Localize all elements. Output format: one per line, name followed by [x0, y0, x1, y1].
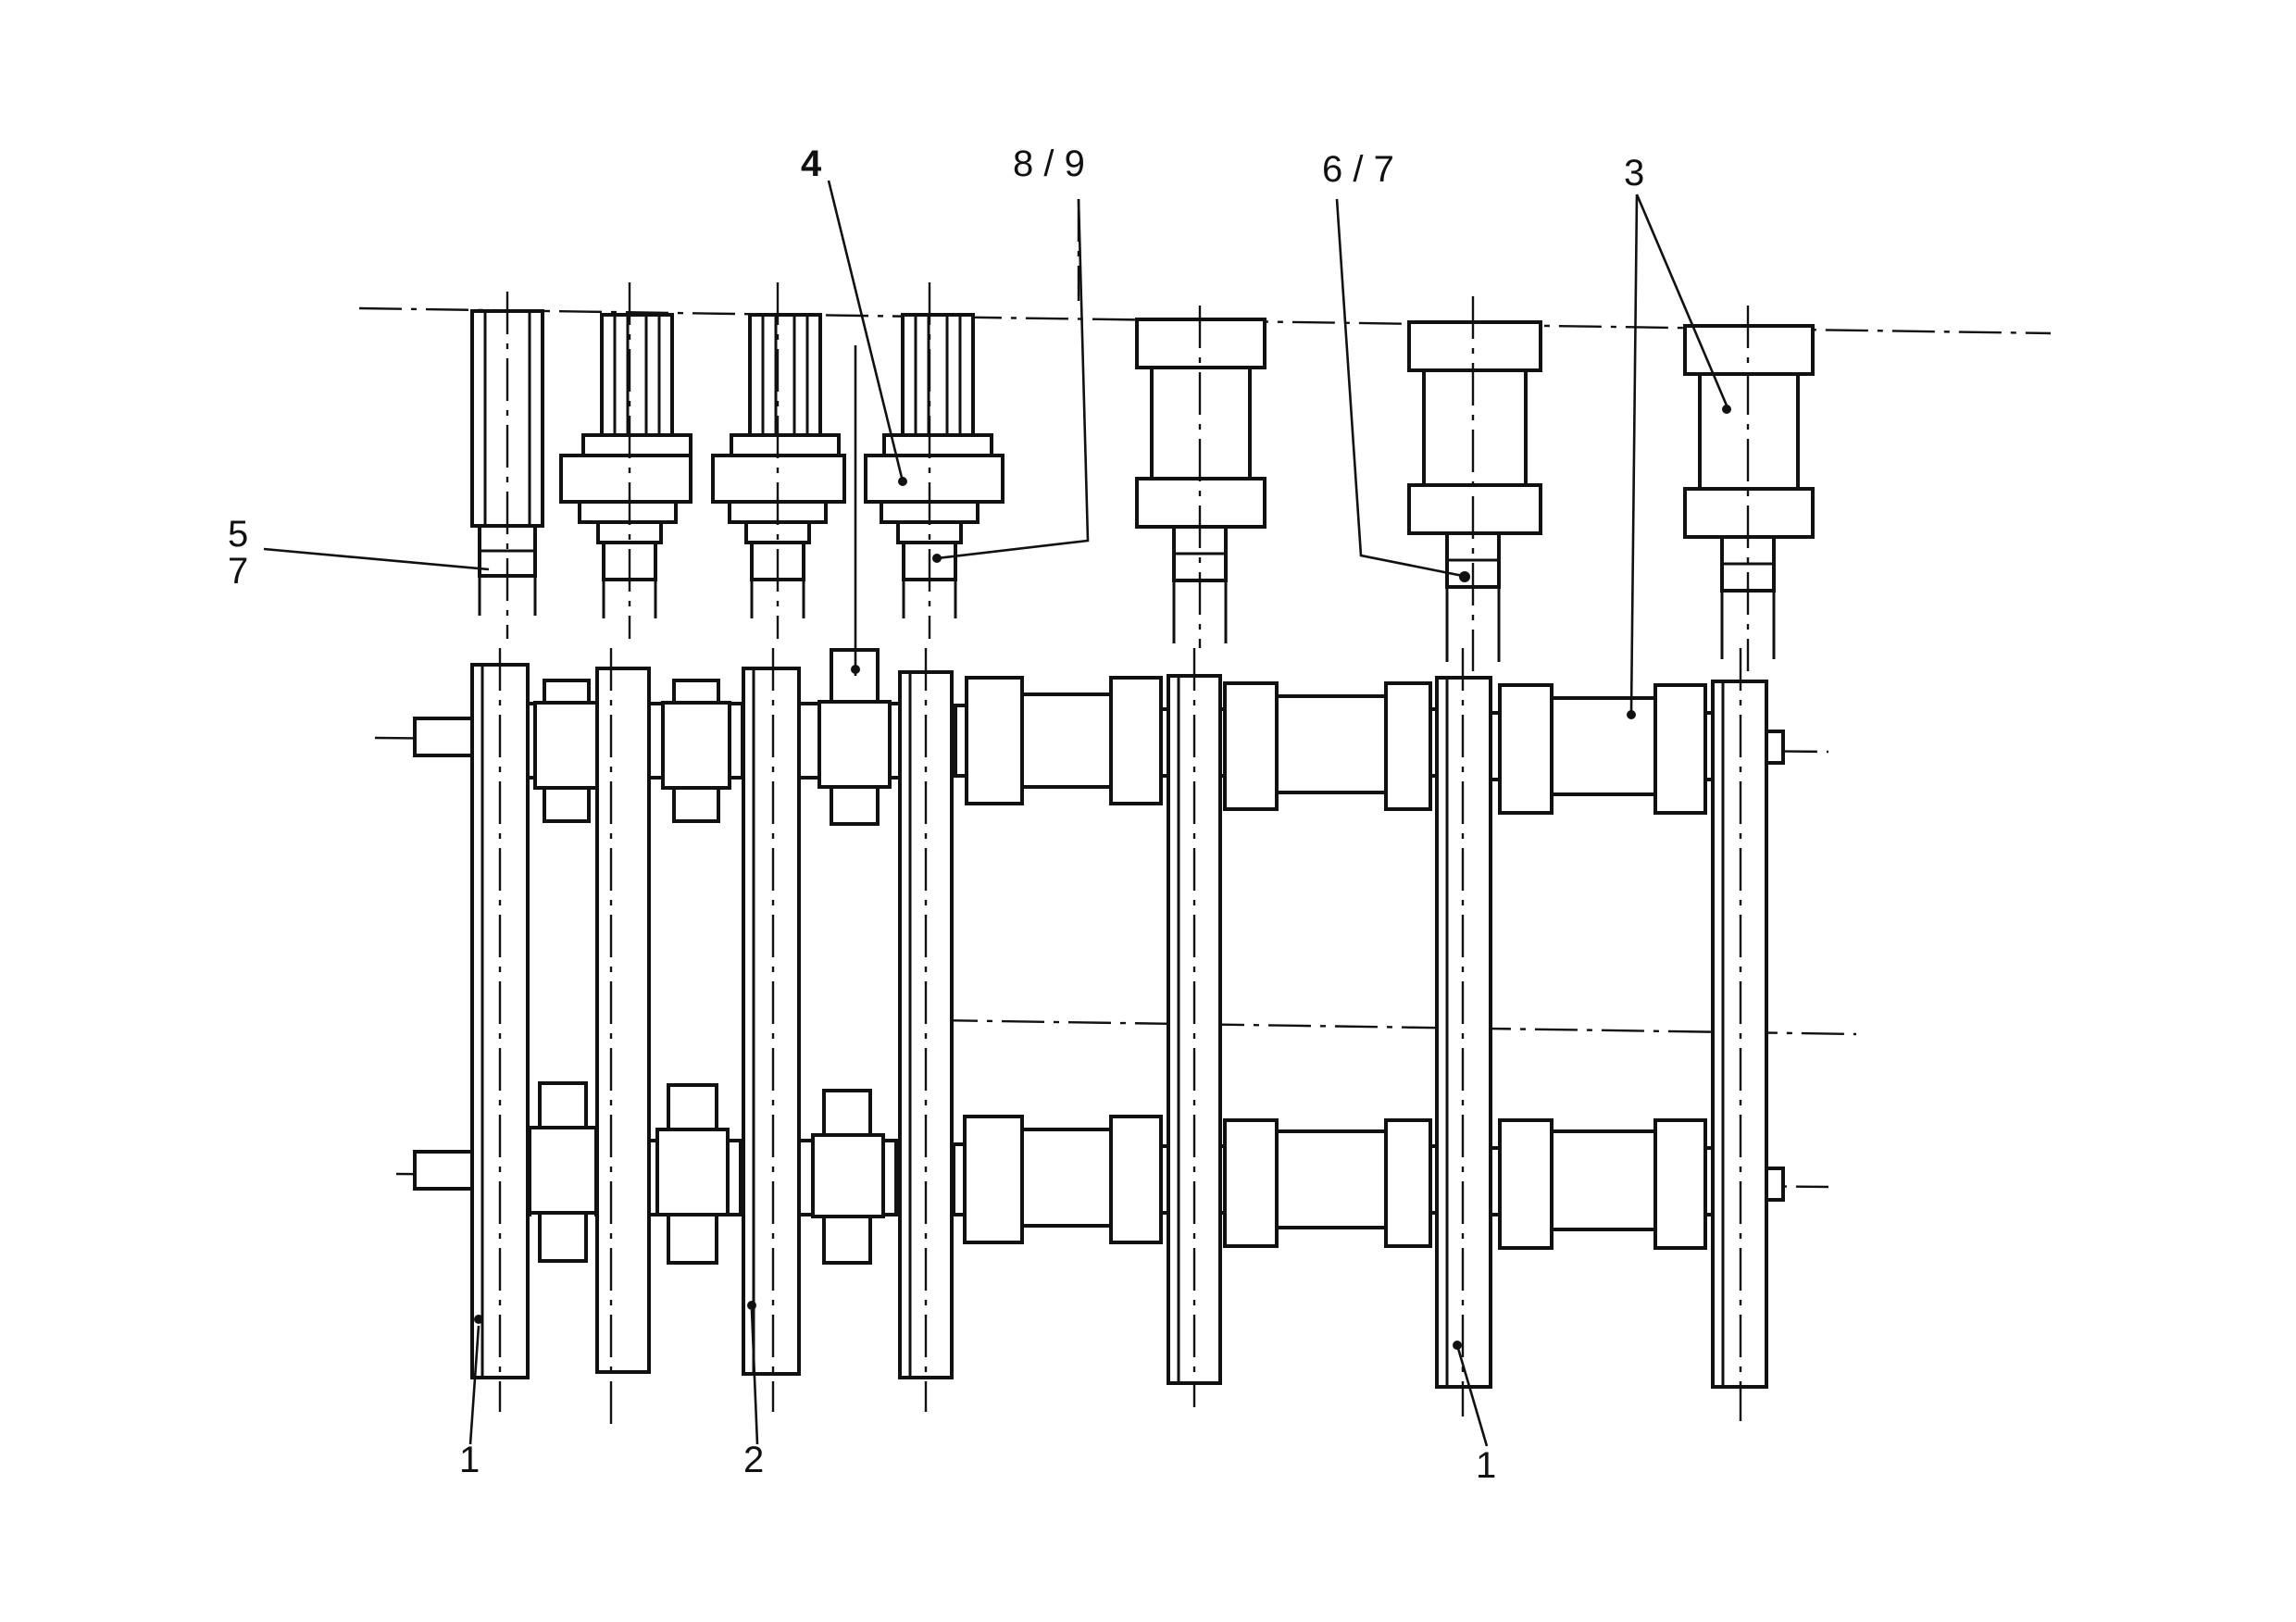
plate-1-left	[470, 648, 530, 1412]
cylinder-57	[470, 292, 544, 639]
label-1-right: 1	[1476, 1445, 1496, 1486]
cylinder-5	[1135, 306, 1267, 648]
lower-shaft-stub	[413, 1150, 474, 1191]
lower-small-roller-1	[528, 1081, 598, 1263]
upper-large-roller-3	[1489, 683, 1716, 815]
upper-right-stub	[1765, 730, 1785, 765]
leader-57	[263, 547, 490, 571]
plate-2	[742, 648, 801, 1412]
top-cylinders-small	[470, 282, 1004, 639]
upper-shaft-stub	[413, 717, 474, 757]
cylinder-3	[711, 282, 846, 639]
cylinder-7-item3	[1683, 306, 1815, 671]
cylinder-2	[559, 282, 693, 639]
label-5: 5	[228, 514, 248, 555]
label-8-9: 8 / 9	[1013, 143, 1085, 184]
lower-large-roller-3	[1489, 1118, 1716, 1250]
label-1-left: 1	[459, 1440, 480, 1480]
part-labels: 4 8 / 9 6 / 7 3 5 7 1 2 1	[228, 143, 1644, 1486]
label-3: 3	[1624, 153, 1644, 193]
top-cylinders-large	[1135, 296, 1815, 671]
leader-3a	[1635, 193, 1728, 406]
plate-b	[898, 648, 954, 1412]
leader-89	[936, 198, 1090, 560]
leader-1-right	[1455, 1344, 1489, 1447]
cylinder-6	[1407, 296, 1542, 671]
plate-c	[1167, 648, 1222, 1407]
upper-large-roller-1	[954, 676, 1170, 805]
vertical-plates	[470, 648, 1768, 1424]
lower-right-stub	[1765, 1167, 1785, 1202]
lower-rollers	[513, 1081, 1716, 1265]
upper-rollers	[513, 648, 1716, 826]
upper-small-roller-1	[533, 679, 600, 823]
upper-small-roller-2	[661, 679, 731, 823]
lower-large-roller-1	[952, 1115, 1170, 1244]
cylinder-4	[864, 282, 1004, 639]
upper-large-roller-2	[1216, 681, 1440, 811]
lower-small-roller-3	[811, 1089, 885, 1265]
label-7: 7	[228, 551, 248, 592]
leader-3b	[1629, 193, 1639, 714]
leader-2	[750, 1309, 759, 1445]
upper-small-roller-3-item4	[817, 648, 892, 826]
lower-large-roller-2	[1216, 1118, 1440, 1248]
leader-1-left	[468, 1325, 480, 1445]
label-6-7: 6 / 7	[1322, 149, 1394, 190]
plate-1-right	[1435, 648, 1492, 1416]
plate-a	[595, 648, 651, 1424]
leader-67	[1335, 198, 1464, 578]
middle-axis-line	[934, 1018, 1857, 1036]
label-4: 4	[801, 143, 822, 184]
leader-lines	[263, 180, 1731, 1447]
leader-4-cyl	[827, 180, 905, 482]
plate-d	[1711, 648, 1768, 1421]
lower-small-roller-2	[655, 1083, 730, 1265]
label-2: 2	[743, 1440, 764, 1480]
